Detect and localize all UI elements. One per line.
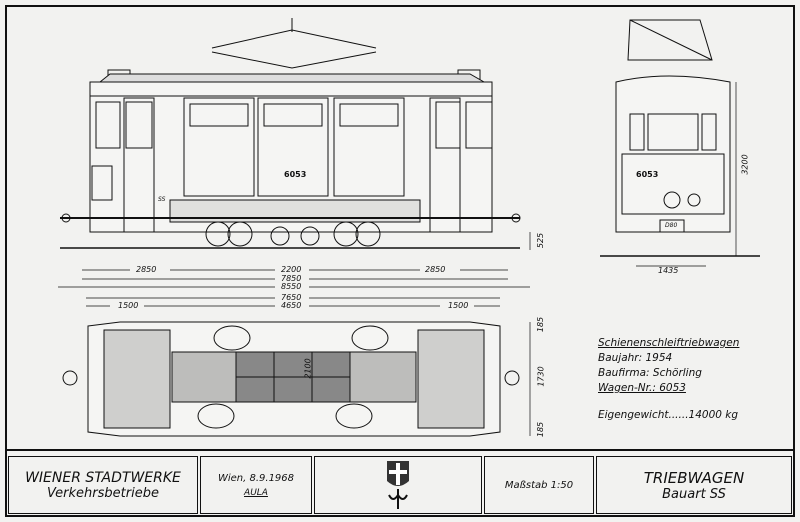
- wheel-mark: D80: [665, 222, 678, 229]
- dim-total-height: 3200: [740, 154, 750, 175]
- vehicle-info: Schienenschleiftriebwagen Baujahr: 1954 …: [598, 336, 739, 423]
- dim-axle-center: 2200: [281, 265, 302, 274]
- dim-width-mid: 1730: [536, 366, 546, 387]
- drawing-date: Wien, 8.9.1968: [217, 472, 295, 484]
- dim-width-bottom: 185: [536, 421, 546, 438]
- dim-body-length: 7850: [281, 274, 302, 283]
- dim-axle-left: 2850: [136, 265, 157, 274]
- car-number-side: 6053: [284, 170, 307, 179]
- dim-axle-right: 2850: [425, 265, 446, 274]
- org-name: WIENER STADTWERKE: [25, 469, 181, 486]
- drawn-by: AULA: [244, 487, 268, 498]
- info-manufacturer: Baufirma: Schörling: [598, 367, 702, 379]
- info-year: Baujahr: 1954: [598, 352, 673, 364]
- org-cell: WIENER STADTWERKE Verkehrsbetriebe: [8, 456, 198, 514]
- info-weight: Eigengewicht......14000 kg: [598, 409, 739, 421]
- type-mark: SS: [158, 196, 166, 203]
- drawing-type: Bauart SS: [662, 486, 726, 502]
- dim-plan-center: 4650: [281, 301, 302, 310]
- dim-floor-height: 525: [536, 232, 546, 249]
- info-title: Schienenschleiftriebwagen: [598, 337, 740, 349]
- dim-platform-width: 2100: [303, 358, 313, 379]
- dim-width-top: 185: [536, 316, 546, 333]
- drawing-name: TRIEBWAGEN: [643, 468, 745, 487]
- front-view: [600, 19, 760, 267]
- vienna-coat-of-arms-logo: [387, 461, 409, 509]
- scale-cell: Maßstab 1:50: [484, 456, 594, 514]
- dim-gauge: 1435: [658, 266, 679, 275]
- date-cell: Wien, 8.9.1968 AULA: [200, 456, 312, 514]
- name-cell: TRIEBWAGEN Bauart SS: [596, 456, 792, 514]
- logo-cell: [314, 456, 482, 514]
- dim-plan-left: 1500: [118, 301, 139, 310]
- plan-view: [62, 321, 531, 437]
- dim-plan-right: 1500: [448, 301, 469, 310]
- side-view: [60, 18, 521, 249]
- org-dept: Verkehrsbetriebe: [47, 485, 159, 501]
- dim-overall-length: 8550: [281, 282, 302, 291]
- car-number-front: 6053: [636, 170, 659, 179]
- drawing-scale: Maßstab 1:50: [504, 479, 574, 491]
- info-car-number: Wagen-Nr.: 6053: [598, 382, 686, 394]
- dim-plan-length: 7650: [281, 293, 302, 302]
